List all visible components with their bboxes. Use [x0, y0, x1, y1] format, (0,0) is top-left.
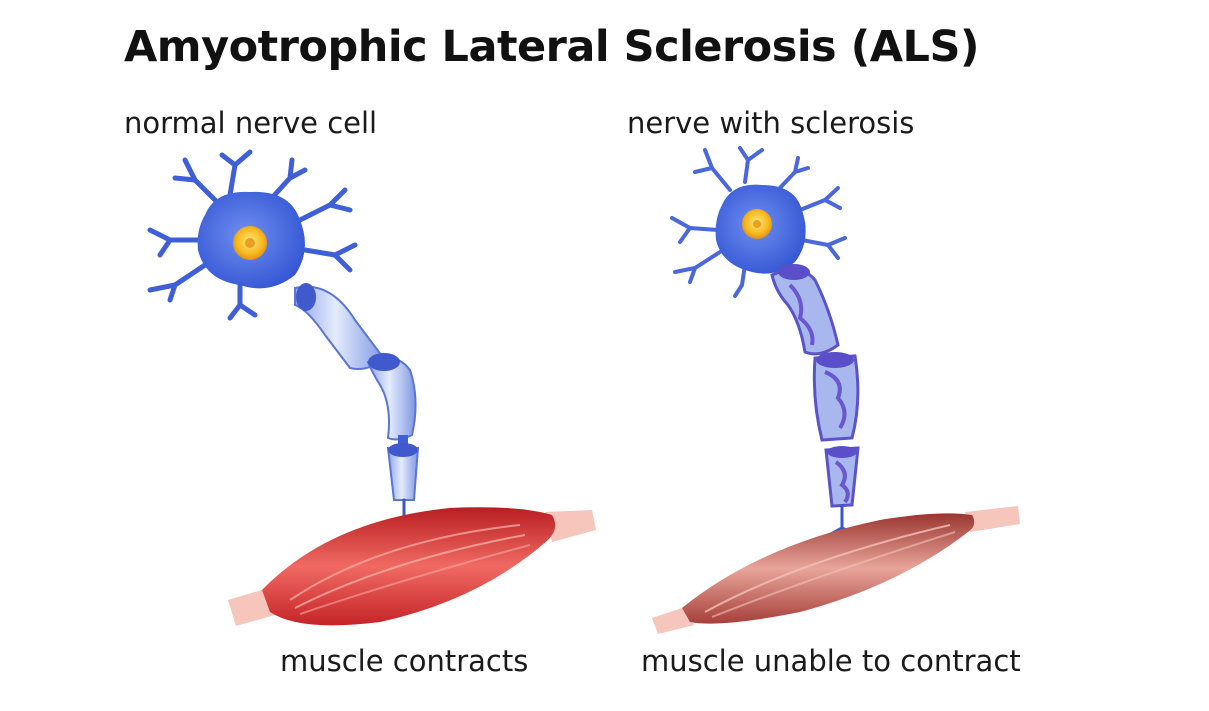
muscle-contracts-label: muscle contracts — [280, 644, 529, 678]
sclerosis-nerve-label: nerve with sclerosis — [627, 106, 915, 140]
weakened-muscle — [652, 506, 1020, 634]
normal-neuron — [147, 149, 445, 583]
myelin-segment-1 — [294, 285, 387, 370]
damaged-segment-1 — [770, 268, 840, 356]
tendon-left — [652, 606, 694, 634]
healthy-muscle — [228, 507, 596, 626]
normal-nerve-cell-label: normal nerve cell — [124, 106, 378, 140]
tendon-right — [545, 510, 596, 542]
sclerosis-neuron — [670, 146, 878, 593]
tendon-right — [965, 506, 1020, 532]
dendrites — [147, 149, 358, 321]
muscle-unable-label: muscle unable to contract — [641, 644, 1021, 678]
dendrites — [670, 146, 847, 298]
tendon-left — [228, 588, 275, 626]
diagram-title: Amyotrophic Lateral Sclerosis (ALS) — [124, 22, 980, 72]
